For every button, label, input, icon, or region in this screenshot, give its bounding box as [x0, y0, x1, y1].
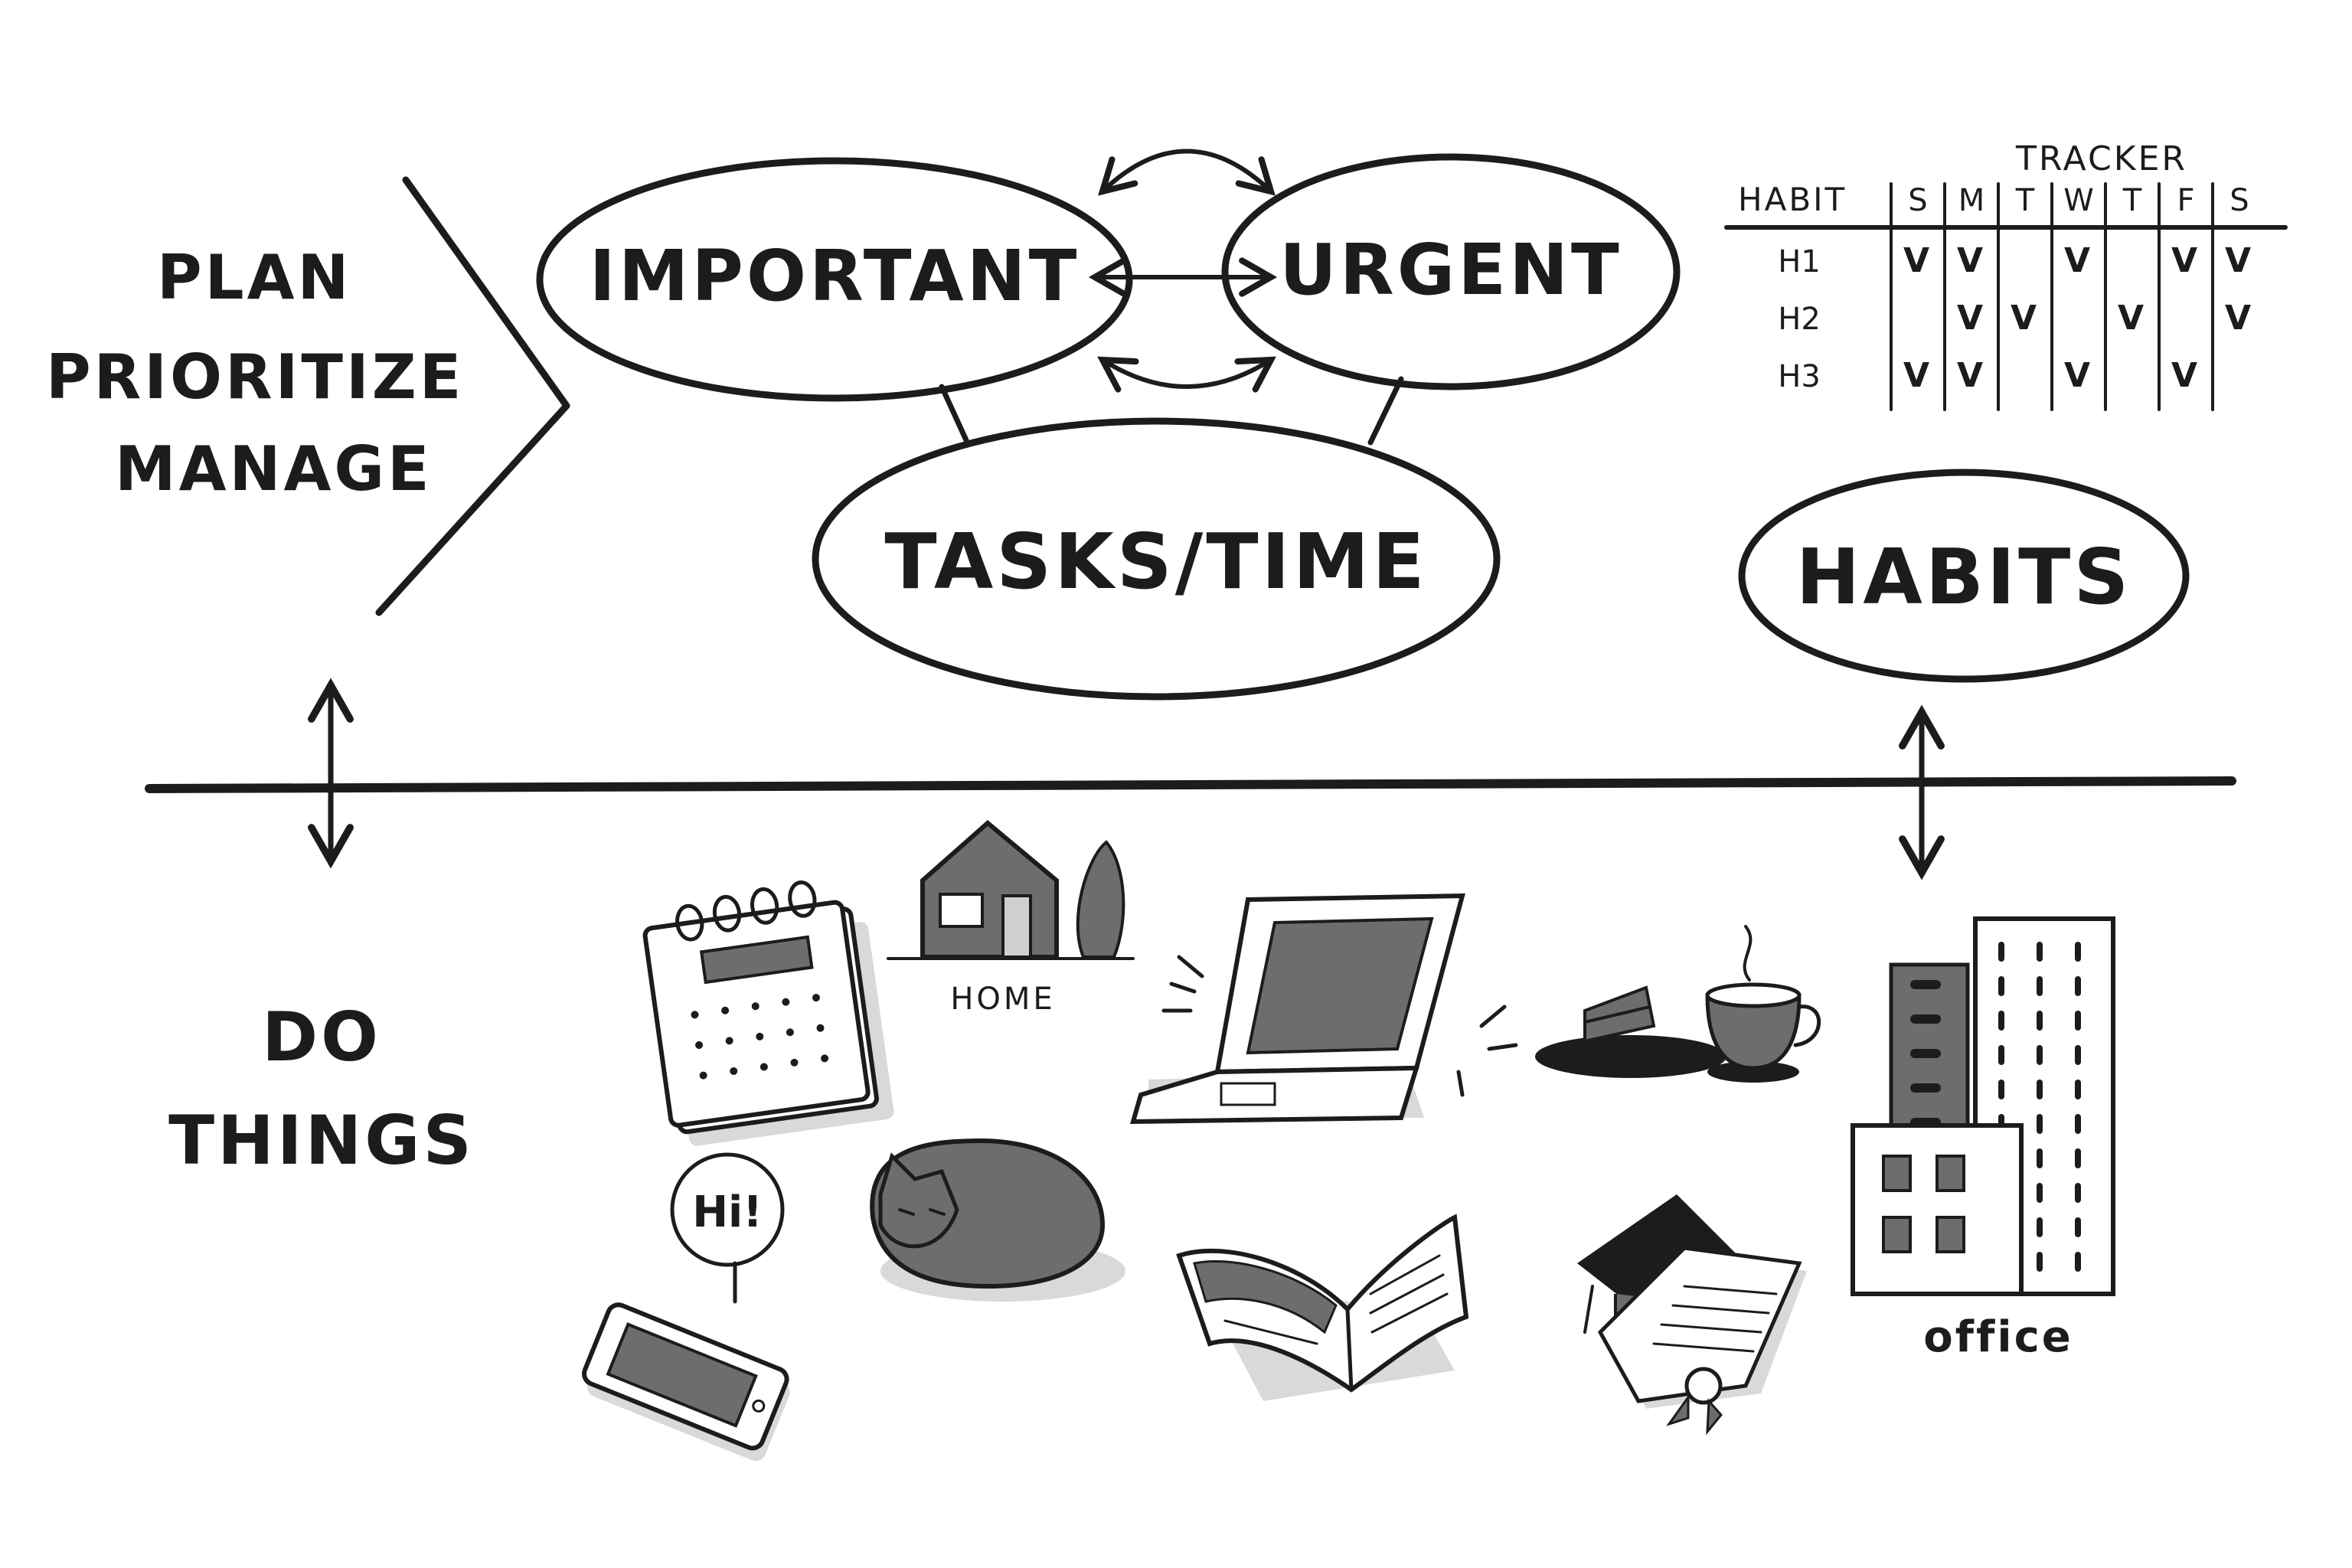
- oval-tasks-time-label: TASKS/TIME: [884, 517, 1427, 606]
- left-labels-group: PLAN PRIORITIZE MANAGE: [46, 242, 464, 505]
- oval-habits: [1738, 469, 2190, 683]
- tracker-day-header: W: [2063, 183, 2094, 218]
- house-icon: HOME: [887, 820, 1135, 1017]
- office-window: [2037, 1114, 2043, 1134]
- office-window: [2075, 1217, 2081, 1237]
- tracker-check-mark: V: [2064, 241, 2093, 280]
- label-do: DO: [262, 998, 381, 1076]
- open-book-icon: [1176, 1214, 1469, 1401]
- office-label: office: [1923, 1312, 2073, 1362]
- tracker-row-label: H2: [1778, 302, 1821, 337]
- office-window: [1998, 976, 2004, 996]
- calendar-icon: [642, 880, 894, 1146]
- office-window: [2037, 942, 2043, 962]
- tracker-row-label: H3: [1778, 359, 1821, 394]
- office-window: [2037, 1011, 2043, 1031]
- office-window: [2075, 1080, 2081, 1099]
- tracker-day-header: M: [1958, 183, 1985, 218]
- office-window: [2075, 1252, 2081, 1272]
- office-window: [2037, 1183, 2043, 1203]
- tracker-title: TRACKER: [2015, 139, 2187, 178]
- phone-icon: [582, 1302, 790, 1462]
- tracker-check-mark: V: [1957, 241, 1986, 280]
- label-things: THINGS: [168, 1101, 475, 1180]
- office-window: [2037, 976, 2043, 996]
- tracker-check-mark: V: [2225, 299, 2254, 338]
- cat-icon: [870, 1138, 1125, 1302]
- cake-icon: [1535, 985, 1726, 1078]
- oval-urgent-label: URGENT: [1279, 229, 1622, 311]
- tracker-check-mark: V: [2171, 356, 2200, 395]
- tracker-row-label: H1: [1778, 244, 1821, 279]
- chevron-shape: [375, 176, 570, 616]
- tracker-check-mark: V: [2118, 299, 2147, 338]
- office-window: [1998, 1080, 2004, 1099]
- divider-line: [145, 776, 2236, 793]
- coffee-cup-icon: [1705, 925, 1821, 1083]
- label-prioritize: PRIORITIZE: [46, 341, 464, 413]
- office-window: [2075, 1011, 2081, 1031]
- arrow-bottom-curve: [1097, 356, 1276, 393]
- tracker-check-mark: V: [2225, 241, 2254, 280]
- diploma-icon: [1597, 1246, 1807, 1436]
- tracker-check-mark: V: [2011, 299, 2040, 338]
- tracker-habit-header: HABIT: [1738, 181, 1847, 218]
- office-window: [2037, 1045, 2043, 1065]
- office-window: [1998, 942, 2004, 962]
- tracker-check-mark: V: [1957, 299, 1986, 338]
- tracker-day-header: S: [1908, 183, 1927, 218]
- office-window: [1910, 980, 1941, 989]
- speech-bubble: Hi!: [670, 1152, 785, 1304]
- oval-important-label: IMPORTANT: [590, 235, 1080, 317]
- tracker-check-mark: V: [1903, 356, 1932, 395]
- office-window: [2075, 942, 2081, 962]
- connector-urgent-tasks: [1367, 376, 1404, 446]
- office-buildings-icon: office: [1851, 916, 2115, 1362]
- office-window: [2075, 1183, 2081, 1203]
- office-window: [1998, 1045, 2004, 1065]
- office-window: [2075, 1114, 2081, 1134]
- office-window: [2037, 1080, 2043, 1099]
- tracker-check-mark: V: [1957, 356, 1986, 395]
- connector-important-tasks: [939, 384, 969, 443]
- laptop-icon: [1130, 893, 1518, 1125]
- tracker-day-header: T: [2015, 183, 2035, 218]
- label-plan: PLAN: [157, 242, 351, 313]
- office-window: [1910, 1083, 1941, 1093]
- oval-habits-label: HABITS: [1796, 532, 2132, 622]
- office-window: [2075, 976, 2081, 996]
- office-window: [2037, 1252, 2043, 1272]
- office-window: [2075, 1148, 2081, 1168]
- label-manage: MANAGE: [115, 433, 433, 505]
- tracker-day-header: S: [2230, 183, 2249, 218]
- speech-text: Hi!: [692, 1187, 763, 1237]
- tracker-day-header: T: [2122, 183, 2142, 218]
- oval-tasks-time: [812, 417, 1501, 701]
- office-window: [1910, 1049, 1941, 1058]
- office-window: [2075, 1045, 2081, 1065]
- office-window: [1998, 1011, 2004, 1031]
- tracker-check-mark: V: [2171, 241, 2200, 280]
- office-window: [1910, 1014, 1941, 1024]
- tracker-check-mark: V: [2064, 356, 2093, 395]
- arrow-top-curve: [1098, 149, 1276, 196]
- tracker-check-mark: V: [1903, 241, 1932, 280]
- home-label: HOME: [950, 982, 1055, 1017]
- office-window: [2037, 1148, 2043, 1168]
- tracker-day-header: F: [2177, 183, 2194, 218]
- office-window: [2037, 1217, 2043, 1237]
